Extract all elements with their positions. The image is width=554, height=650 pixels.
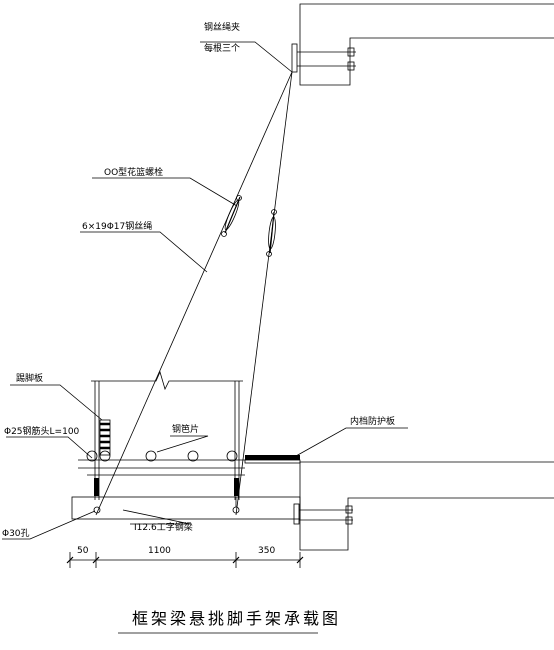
dimension-line xyxy=(66,552,304,568)
label-i-beam: I12.6工字钢梁 xyxy=(134,521,193,533)
label-hole: Φ30孔 xyxy=(2,528,30,539)
label-steel-bar: Φ25钢筋头L=100 xyxy=(4,425,80,437)
scaffold-frame xyxy=(78,370,245,500)
leader-lines xyxy=(2,41,408,540)
inner-guard-board xyxy=(244,455,301,464)
dimension-350: 350 xyxy=(258,546,275,556)
dimension-50: 50 xyxy=(77,546,89,556)
label-inner-guard: 内档防护板 xyxy=(350,415,395,427)
label-clip-line2: 每根三个 xyxy=(204,42,240,54)
label-toe-board: 踢脚板 xyxy=(16,372,43,384)
label-clip-line1: 钢丝绳夹 xyxy=(204,21,240,33)
upper-floor-slab xyxy=(291,3,554,86)
drawing-title: 框架梁悬挑脚手架承载图 xyxy=(132,609,341,628)
label-plank: 钢笆片 xyxy=(172,423,199,435)
label-wire-rope: 6×19Φ17钢丝绳 xyxy=(82,220,152,232)
dimension-1100: 1100 xyxy=(148,546,171,556)
lower-floor-slab xyxy=(293,461,554,551)
i-beam xyxy=(71,496,301,520)
wire-rope-inner xyxy=(235,71,293,516)
turnbuckle-inner xyxy=(266,209,277,257)
turnbuckle-outer xyxy=(221,195,242,237)
label-turnbuckle: OO型花篮螺栓 xyxy=(104,166,163,178)
wire-rope-outer xyxy=(95,71,293,516)
